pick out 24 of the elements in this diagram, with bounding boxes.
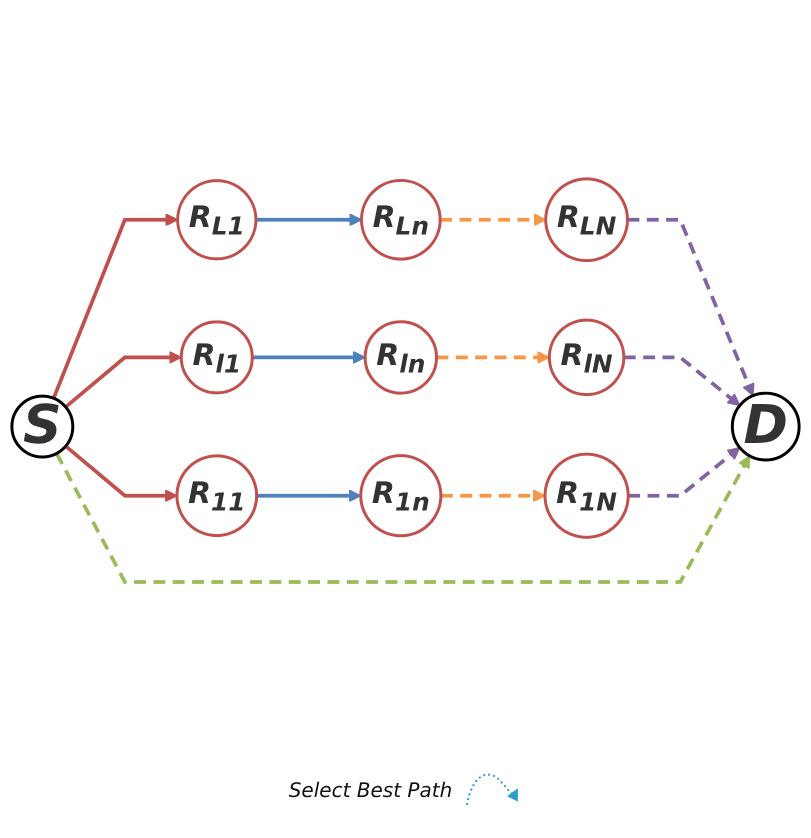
- arrow: [52, 212, 178, 399]
- relay-node-circle: R$_{Ln}$: [360, 178, 442, 260]
- relay-node-circle: R$_{ln}$: [364, 320, 438, 394]
- arrow: [628, 446, 740, 498]
- arrow: [256, 488, 362, 502]
- relay-node-circle: R$_{L1}$: [176, 178, 258, 260]
- arrow: [440, 212, 546, 226]
- arrow: [64, 444, 178, 502]
- relay-node-circle: R$_{l1}$: [180, 320, 254, 394]
- arrow: [436, 350, 550, 364]
- arrow: [440, 488, 546, 502]
- annotation-text: Select Best Path: [288, 778, 452, 802]
- relay-node-circle: R$_{1n}$: [359, 454, 442, 537]
- relay-node-circle: R$_{LN}$: [544, 176, 629, 262]
- arrow: [256, 212, 362, 226]
- arrow: [627, 217, 754, 396]
- end-node-circle: D: [730, 391, 801, 461]
- arrow: [624, 355, 740, 406]
- arrow: [64, 350, 182, 408]
- relay-node-circle: R$_{11}$: [175, 454, 258, 537]
- arrow: [252, 350, 366, 364]
- end-node-circle: S: [10, 394, 74, 458]
- relay-node-circle: R$_{1N}$: [544, 452, 630, 538]
- relay-node-circle: R$_{lN}$: [548, 318, 626, 396]
